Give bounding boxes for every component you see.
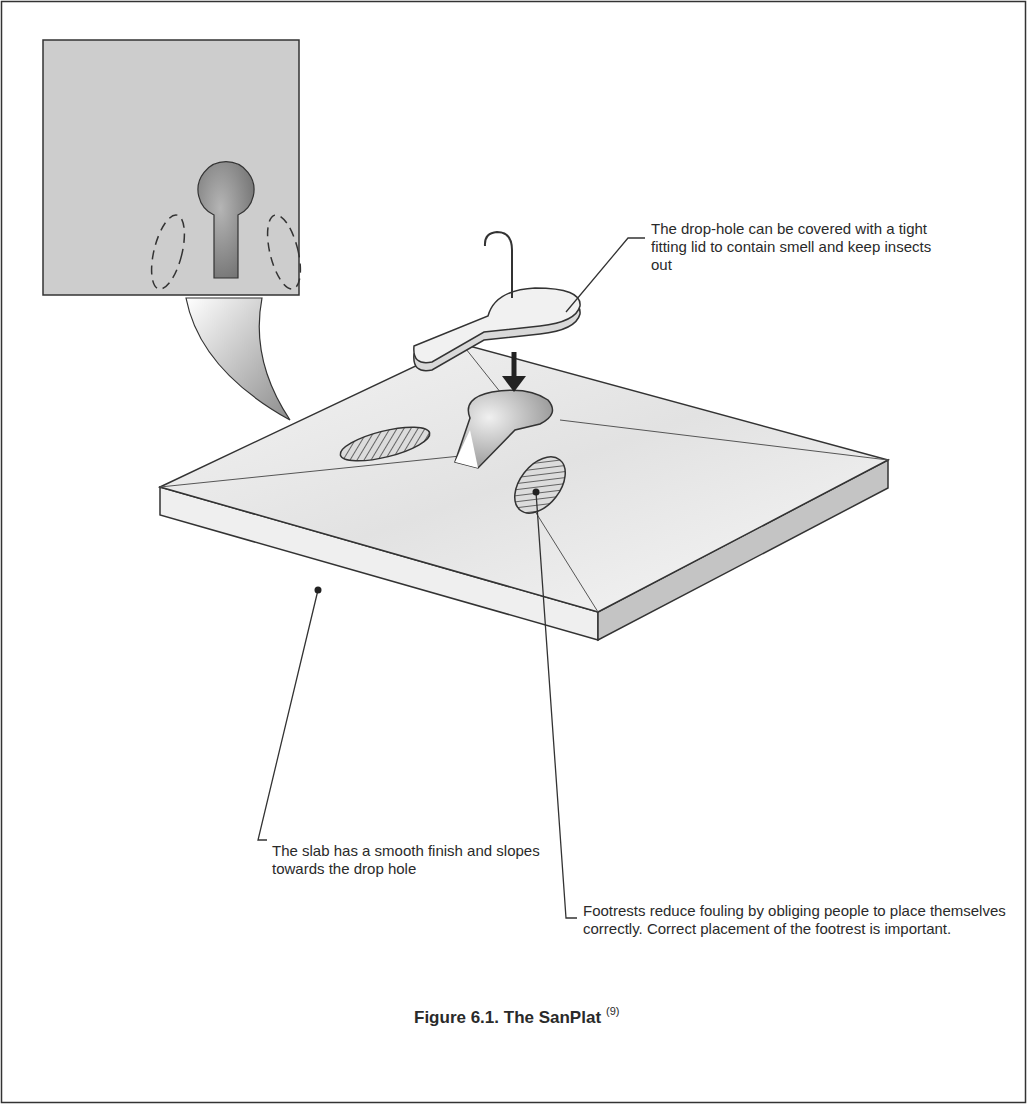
slab-top xyxy=(160,344,888,612)
leader-dot xyxy=(533,489,540,496)
leader-dot xyxy=(315,587,322,594)
plan-drop-hole xyxy=(198,162,254,278)
leader-line xyxy=(258,238,645,918)
slope-lines xyxy=(160,344,888,612)
plan-view xyxy=(43,40,299,295)
callout-text: Footrests reduce fouling by obliging peo… xyxy=(583,902,1023,938)
plan-footrest xyxy=(261,212,307,293)
placement-arrow xyxy=(502,376,526,392)
placement-arrow xyxy=(512,352,517,378)
callout-text: The drop-hole can be covered with a tigh… xyxy=(651,220,956,274)
footrest xyxy=(505,447,576,522)
plan-footrest xyxy=(145,212,191,293)
view-pointer xyxy=(186,298,290,420)
callout-text: The slab has a smooth finish and slopes … xyxy=(272,842,542,878)
figure-caption: Figure 6.1. The SanPlat xyxy=(414,1008,601,1028)
footrest xyxy=(337,420,433,467)
lid xyxy=(414,232,580,371)
drop-hole xyxy=(455,390,553,468)
reference-number: (9) xyxy=(606,1005,619,1017)
